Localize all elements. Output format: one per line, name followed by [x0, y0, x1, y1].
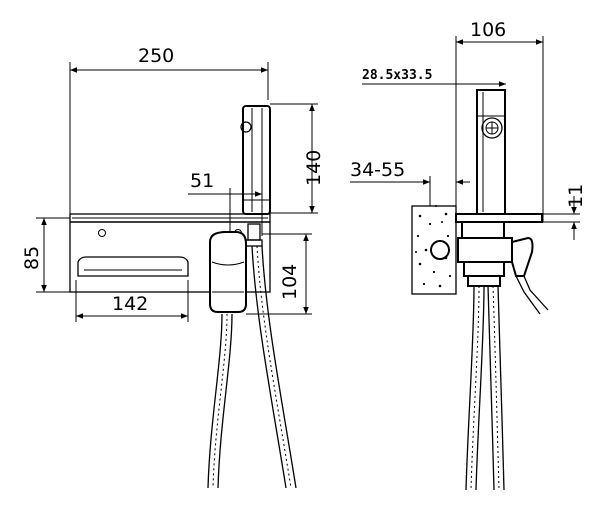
- dim-offset: 51: [190, 170, 214, 192]
- side-view: 106 28.5x33.5 34-55: [350, 19, 587, 491]
- plate-side: [455, 213, 543, 223]
- dim-wall-range: 34-55: [350, 159, 405, 181]
- button-icon: [481, 117, 503, 139]
- dim-total-width: 250: [138, 45, 174, 67]
- hoses-side: [465, 285, 505, 491]
- dim-plate-height: 85: [21, 246, 43, 270]
- valve-side: [457, 221, 549, 315]
- lever-handle: [511, 236, 534, 277]
- dim-handset-section: 28.5x33.5: [362, 68, 432, 83]
- dim-plate-width: 142: [112, 293, 148, 315]
- hoses: [207, 245, 297, 489]
- pipe-icon: [430, 240, 450, 260]
- wall-section: [411, 205, 457, 295]
- dim-handset-height: 140: [303, 150, 325, 186]
- valve-body: [209, 223, 263, 313]
- grip-bar: [77, 256, 189, 277]
- handset: [240, 105, 271, 215]
- handset-side: [476, 89, 506, 215]
- button-icon: [240, 121, 252, 133]
- screw-icon: [98, 229, 106, 237]
- front-view: 250 140 51: [21, 45, 325, 489]
- dim-depth: 106: [470, 19, 506, 41]
- dim-plate-thickness: 11: [565, 184, 587, 208]
- hose-connector: [247, 223, 261, 241]
- dim-valve-height: 104: [279, 264, 301, 300]
